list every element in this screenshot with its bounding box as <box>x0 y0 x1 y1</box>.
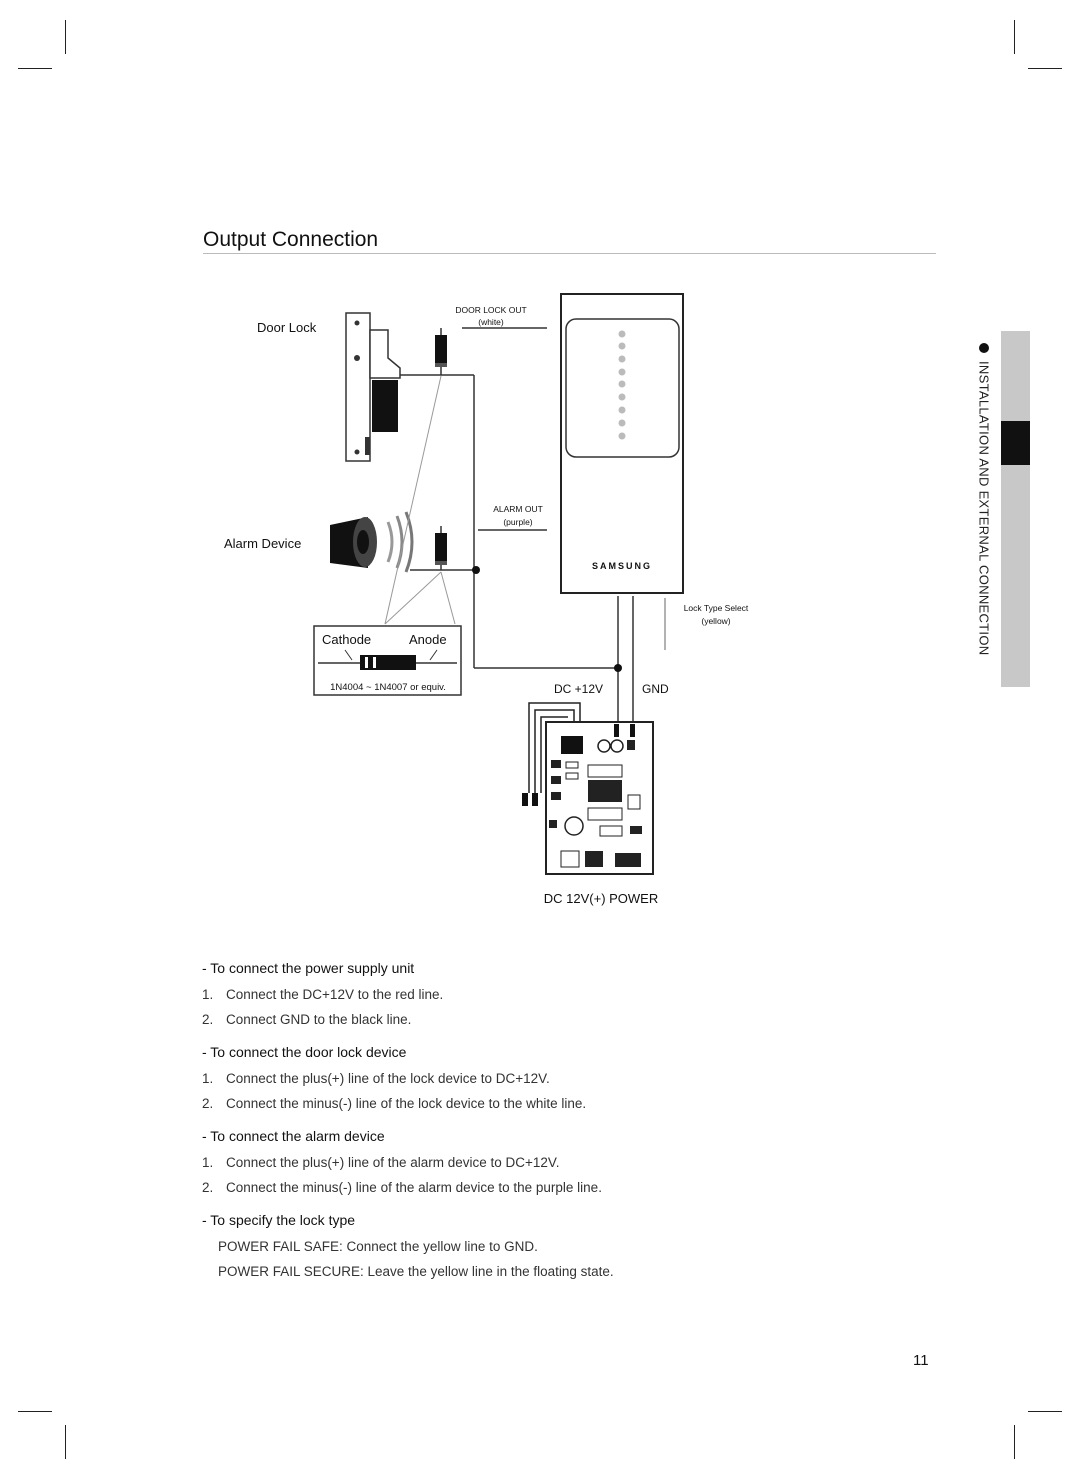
power-label: DC 12V(+) POWER <box>544 891 659 906</box>
lock-type-color: (yellow) <box>701 616 730 626</box>
list-item: 2. Connect the minus(-) line of the alarm… <box>202 1175 902 1200</box>
page-number: 11 <box>913 1352 929 1369</box>
bullet-icon <box>979 343 989 353</box>
junction-dot <box>472 566 480 574</box>
list-item: 2. Connect the minus(-) line of the lock … <box>202 1091 902 1116</box>
wires <box>400 327 634 722</box>
step-text: Connect the minus(-) line of the lock de… <box>226 1096 587 1111</box>
led-indicator-icon <box>618 330 626 440</box>
step-list: 1. Connect the plus(+) line of the alarm … <box>202 1150 902 1200</box>
crop-mark <box>1028 68 1062 69</box>
crop-mark <box>1014 20 1015 54</box>
crop-mark <box>1028 1411 1062 1412</box>
junction-dot <box>614 664 622 672</box>
alarm-device-icon <box>330 511 414 573</box>
list-item: 2. Connect GND to the black line. <box>202 1007 902 1032</box>
crop-mark <box>65 1425 66 1459</box>
anode-label: Anode <box>409 632 447 647</box>
instructions: - To connect the power supply unit 1. Con… <box>202 960 902 1296</box>
instruction-section-door-lock: - To connect the door lock device 1. Conn… <box>202 1044 902 1116</box>
title-divider <box>203 253 936 254</box>
note-text: POWER FAIL SAFE: Connect the yellow line… <box>218 1239 538 1254</box>
step-text: Connect the minus(-) line of the alarm d… <box>226 1180 602 1195</box>
page-title: Output Connection <box>203 228 379 251</box>
step-text: Connect the plus(+) line of the alarm de… <box>226 1155 560 1170</box>
connector-plug-icon <box>532 793 538 806</box>
alarm-device-label: Alarm Device <box>224 536 301 551</box>
connector-plug-icon <box>522 793 528 806</box>
alarm-out-color: (purple) <box>503 517 532 527</box>
section-heading: - To connect the alarm device <box>202 1128 385 1144</box>
step-text: Connect the DC+12V to the red line. <box>226 987 444 1002</box>
step-list: 1. Connect the plus(+) line of the lock d… <box>202 1066 902 1116</box>
pointer-lines <box>384 375 456 625</box>
lock-type-label: Lock Type Select <box>684 603 749 613</box>
cathode-label: Cathode <box>322 632 371 647</box>
door-lock-icon <box>345 312 401 462</box>
door-lock-out-color: (white) <box>478 317 504 327</box>
side-tab-panel: INSTALLATION AND EXTERNAL CONNECTION <box>968 331 1001 687</box>
step-number: 1. <box>202 1071 214 1086</box>
list-item: 1. Connect the plus(+) line of the lock d… <box>202 1066 902 1091</box>
door-lock-diode-icon <box>435 328 447 375</box>
section-side-tab: INSTALLATION AND EXTERNAL CONNECTION <box>968 331 1030 687</box>
step-text: Connect GND to the black line. <box>226 1012 412 1027</box>
step-number: 1. <box>202 987 214 1002</box>
step-number: 2. <box>202 1180 214 1195</box>
crop-mark <box>18 68 52 69</box>
step-number: 2. <box>202 1012 214 1027</box>
section-heading: - To specify the lock type <box>202 1212 356 1228</box>
crop-mark <box>65 20 66 54</box>
list-item: 1. Connect the DC+12V to the red line. <box>202 982 902 1007</box>
side-tab-marker <box>1001 421 1030 465</box>
samsung-unit: SAMSUNG <box>560 293 684 594</box>
crop-mark <box>18 1411 52 1412</box>
diode-reference <box>313 625 462 696</box>
step-number: 1. <box>202 1155 214 1170</box>
door-lock-out-label: DOOR LOCK OUT <box>455 305 526 315</box>
crop-mark <box>1014 1425 1015 1459</box>
section-heading: - To connect the door lock device <box>202 1044 407 1060</box>
dc-label: DC +12V <box>554 682 603 696</box>
instruction-section-alarm: - To connect the alarm device 1. Connect … <box>202 1128 902 1200</box>
door-lock-label: Door Lock <box>257 320 317 335</box>
step-list: 1. Connect the DC+12V to the red line. 2.… <box>202 982 902 1032</box>
circuit-board-icon <box>545 721 654 875</box>
section-heading: - To connect the power supply unit <box>202 960 415 976</box>
note-text: POWER FAIL SECURE: Leave the yellow line… <box>218 1264 614 1279</box>
list-item: 1. Connect the plus(+) line of the alarm … <box>202 1150 902 1175</box>
instruction-section-lock-type: - To specify the lock type POWER FAIL SA… <box>202 1212 902 1284</box>
step-text: Connect the plus(+) line of the lock dev… <box>226 1071 550 1086</box>
brand-logo: SAMSUNG <box>592 561 652 571</box>
wiring-diagram: Door Lock Alarm Device DOOR L <box>224 293 749 906</box>
instruction-section-power: - To connect the power supply unit 1. Con… <box>202 960 902 1032</box>
step-number: 2. <box>202 1096 214 1111</box>
alarm-diode-icon <box>435 526 447 570</box>
diode-part-number: 1N4004 ~ 1N4007 or equiv. <box>330 682 446 693</box>
gnd-label: GND <box>642 682 669 696</box>
alarm-out-label: ALARM OUT <box>493 504 543 514</box>
